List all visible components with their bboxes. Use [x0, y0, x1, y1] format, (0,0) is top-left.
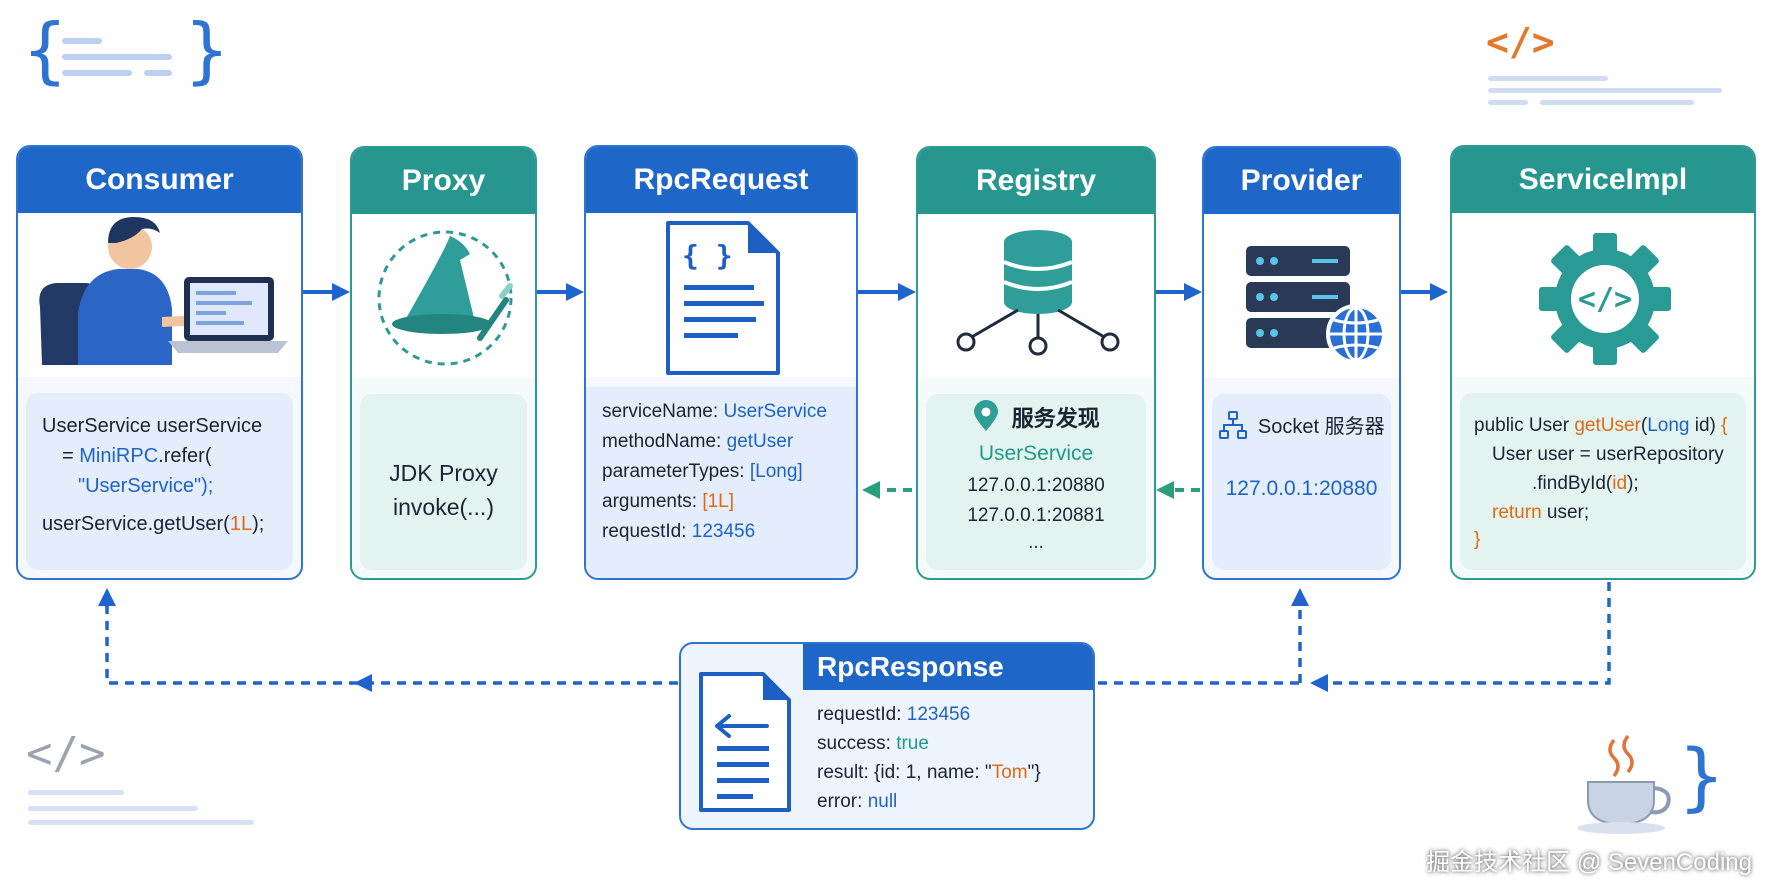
code-line: UserService userService: [42, 415, 263, 437]
code-line: return user;: [1492, 502, 1590, 523]
proxy-text-block: JDK Proxy invoke(...): [360, 394, 527, 570]
map-pin-icon: [974, 400, 999, 431]
code-tag-icon: </>: [26, 728, 106, 779]
code-line: [144, 70, 172, 76]
code-line: }: [1474, 529, 1481, 550]
socket-label: Socket 服务器: [1257, 416, 1385, 438]
code-line: [62, 70, 132, 76]
response-path: [98, 582, 1611, 692]
code-line: [62, 54, 172, 60]
top-right-code-decoration: </>: [1486, 20, 1726, 110]
registry-address: 127.0.0.1:20880: [967, 475, 1105, 496]
code-line: [28, 820, 254, 825]
provider-address: 127.0.0.1:20880: [1225, 477, 1378, 500]
code-line: .findById(id);: [1532, 473, 1639, 494]
brace-open: {: [22, 8, 68, 92]
database-network-icon: [956, 230, 1120, 356]
code-line: [28, 790, 124, 795]
registry-address-more: ...: [1028, 532, 1044, 553]
registry-card: Registry 服务发现 UserService 127.0.0.1:2088…: [916, 146, 1156, 580]
discovery-label: 服务发现: [1011, 406, 1100, 431]
proxy-line-1: JDK Proxy: [389, 460, 498, 486]
provider-card: Provider Socket 服务器: [1202, 146, 1401, 580]
wizard-hat-icon: [377, 230, 513, 366]
proxy-title: Proxy: [352, 148, 535, 214]
request-field-request-id: requestId: 123456: [602, 521, 756, 542]
registry-discovery-block: 服务发现 UserService 127.0.0.1:20880 127.0.0…: [926, 394, 1146, 570]
rpc-request-card: RpcRequest { } serviceName: UserService …: [584, 145, 858, 580]
code-line: [1488, 88, 1722, 93]
rpc-request-fields: serviceName: UserService methodName: get…: [586, 387, 856, 578]
code-line: [62, 38, 102, 44]
coffee-cup-icon: [1577, 734, 1671, 834]
code-tag-icon: </>: [1486, 20, 1555, 64]
brace-close: }: [1678, 734, 1726, 820]
watermark: 掘金技术社区 @ SevenCoding: [1426, 849, 1752, 876]
registry-service-name: UserService: [978, 442, 1094, 465]
rpc-response-fields: requestId: 123456 success: true result: …: [817, 700, 1085, 816]
proxy-card: Proxy JDK Proxy invoke(...): [350, 146, 537, 580]
rpc-response-title: RpcResponse: [803, 644, 1093, 690]
svg-text:{ }: { }: [682, 239, 733, 272]
response-field-success: success: true: [817, 733, 929, 754]
request-field-param-types: parameterTypes: [Long]: [602, 461, 803, 482]
rpc-response-card: RpcResponse requestId: 123456 success: t…: [679, 642, 1095, 830]
json-document-icon: { }: [666, 221, 780, 375]
consumer-code-block: UserService userService = MiniRPC.refer(…: [26, 393, 293, 570]
consumer-card: Consumer UserService userService = MiniR…: [16, 145, 303, 580]
code-line: "UserService");: [78, 475, 214, 497]
top-left-code-decoration: { }: [22, 8, 230, 96]
bottom-left-code-decoration: </>: [26, 728, 256, 838]
code-line: User user = userRepository: [1492, 444, 1724, 465]
registry-address: 127.0.0.1:20881: [967, 505, 1105, 526]
svg-text:</>: </>: [1578, 282, 1632, 317]
brace-close: }: [184, 8, 230, 92]
request-field-method: methodName: getUser: [602, 431, 794, 452]
service-impl-title: ServiceImpl: [1452, 147, 1754, 213]
code-line: [1488, 100, 1528, 105]
service-impl-code-block: public User getUser(Long id) { User user…: [1460, 393, 1746, 570]
socket-header: Socket 服务器: [1216, 410, 1387, 444]
network-tree-icon: [1219, 411, 1248, 439]
registry-title: Registry: [918, 148, 1154, 214]
provider-socket-block: Socket 服务器 127.0.0.1:20880: [1212, 394, 1391, 570]
code-line: userService.getUser(1L);: [42, 513, 265, 535]
developer-laptop-icon: [39, 217, 288, 365]
response-document-icon: [699, 672, 791, 812]
code-line: public User getUser(Long id) {: [1474, 415, 1728, 436]
server-globe-icon: [1246, 246, 1386, 364]
request-field-service: serviceName: UserService: [602, 401, 827, 422]
response-field-result: result: {id: 1, name: "Tom"}: [817, 762, 1041, 783]
rpc-request-title: RpcRequest: [586, 147, 856, 213]
discovery-header: 服务发现: [934, 400, 1138, 437]
proxy-line-2: invoke(...): [393, 494, 494, 520]
provider-title: Provider: [1204, 148, 1399, 214]
consumer-title: Consumer: [18, 147, 301, 213]
response-field-request-id: requestId: 123456: [817, 704, 971, 725]
code-line: [1540, 100, 1694, 105]
response-field-error: error: null: [817, 791, 898, 812]
service-impl-card: ServiceImpl </> public User g: [1450, 145, 1756, 580]
code-line: = MiniRPC.refer(: [62, 445, 212, 467]
gear-code-icon: </>: [1539, 233, 1671, 365]
bottom-right-coffee-decoration: }: [1570, 730, 1725, 840]
request-field-arguments: arguments: [1L]: [602, 491, 735, 512]
code-line: [28, 806, 198, 811]
code-line: [1488, 76, 1608, 81]
